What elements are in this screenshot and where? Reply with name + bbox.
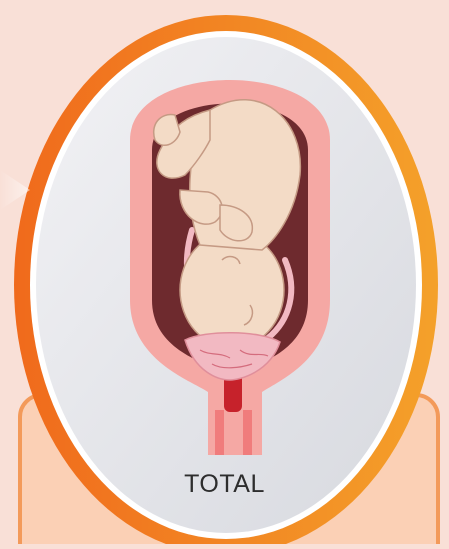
caption-label: TOTAL [0, 470, 449, 499]
